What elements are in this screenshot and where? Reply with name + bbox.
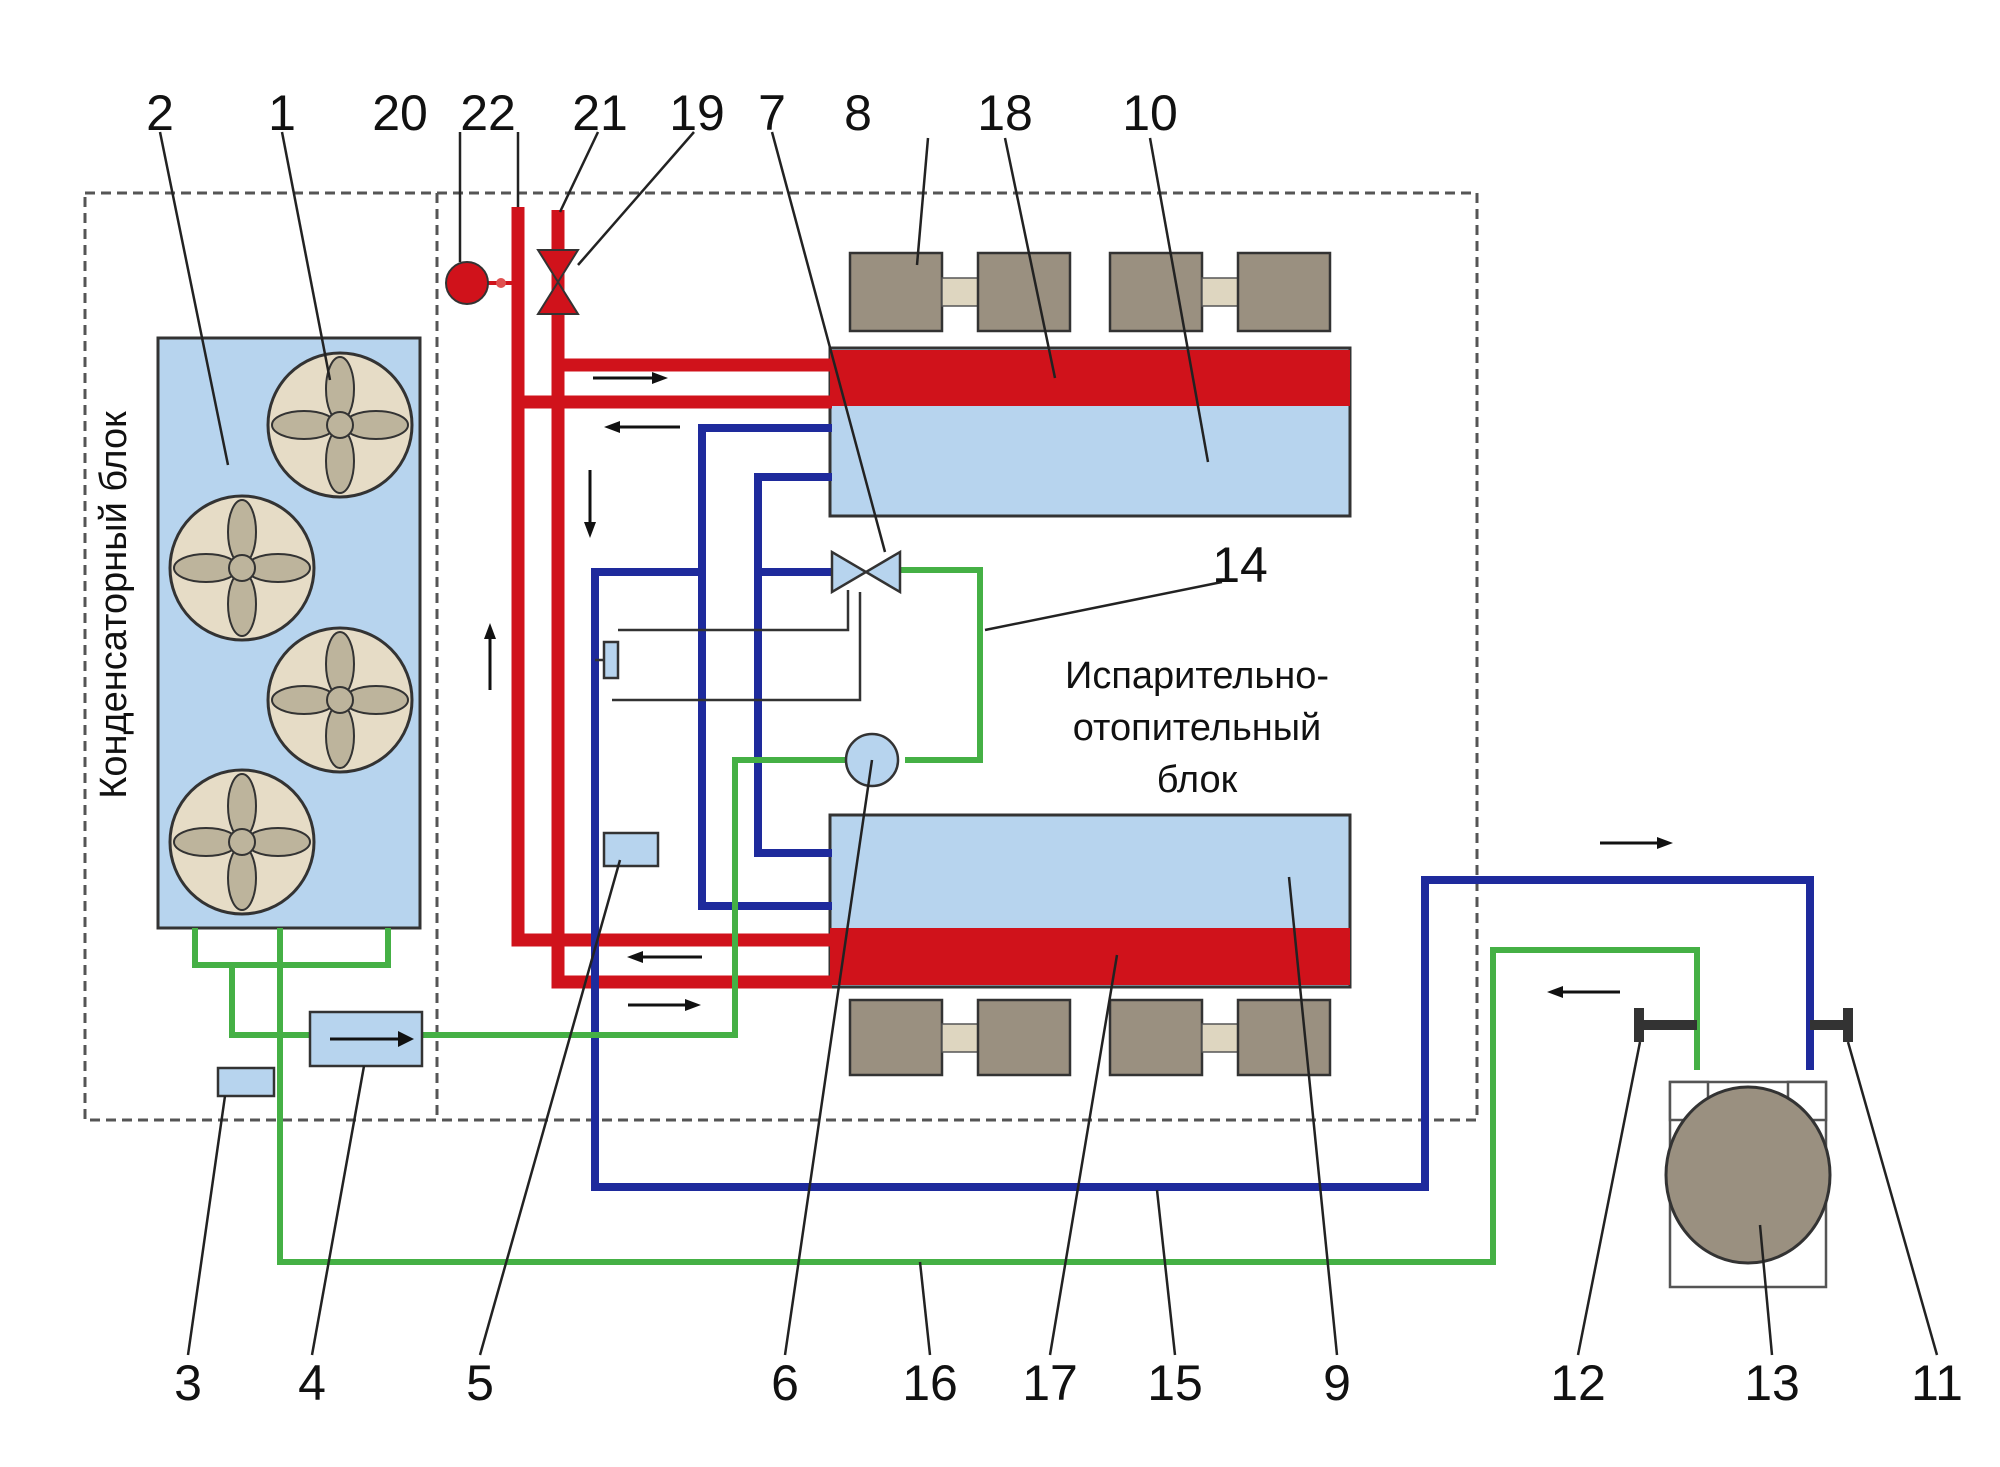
callout-4: 4	[298, 1355, 326, 1411]
callout-6: 6	[771, 1355, 799, 1411]
callout-19: 19	[669, 85, 725, 141]
callout-21: 21	[572, 85, 628, 141]
condenser-unit-frame	[83, 191, 439, 1122]
callout-22: 22	[460, 85, 516, 141]
compressor-13	[1664, 1080, 1832, 1289]
evaporator-unit-label-line-3: блок	[1157, 759, 1238, 801]
evaporator-unit-label-line-2: отопительный	[1073, 707, 1322, 749]
callout-5: 5	[466, 1355, 494, 1411]
sensing-lines	[595, 590, 862, 702]
upper-heater	[830, 350, 1350, 406]
sensing-bulb	[602, 640, 620, 680]
service-valve-12-icon	[1634, 1008, 1697, 1042]
callout-10: 10	[1122, 85, 1178, 141]
pressure-gauge-20-icon	[445, 261, 518, 305]
component-5	[602, 831, 660, 868]
flow-arrows	[484, 372, 1673, 1011]
motor-fan-pair-bottom-right	[1108, 998, 1332, 1077]
fan-icon	[168, 494, 316, 642]
callout-20: 20	[372, 85, 428, 141]
condenser-unit-label: Конденсаторный блок	[93, 411, 135, 799]
lower-heater	[830, 928, 1350, 985]
liquid-lines	[192, 567, 1700, 1265]
fan-icon	[266, 351, 414, 499]
leader-lines	[158, 131, 1939, 1356]
motor-fan-pair-top-right	[1108, 251, 1332, 333]
callout-13: 13	[1744, 1355, 1800, 1411]
evaporator-unit-label-line-1: Испарительно-	[1065, 655, 1329, 697]
callout-8: 8	[844, 85, 872, 141]
callout-12: 12	[1550, 1355, 1606, 1411]
fan-icon	[266, 626, 414, 774]
hot-gas-lines	[511, 207, 832, 989]
callout-7: 7	[758, 85, 786, 141]
component-3	[216, 1066, 276, 1098]
valve-19-icon	[536, 249, 580, 315]
evaporator-unit-frame	[437, 191, 1479, 1122]
callout-3: 3	[174, 1355, 202, 1411]
service-valve-11-icon	[1810, 1008, 1853, 1042]
callout-17: 17	[1022, 1355, 1078, 1411]
suction-lines	[591, 424, 1814, 1191]
callout-18: 18	[977, 85, 1033, 141]
callout-15: 15	[1147, 1355, 1203, 1411]
callout-14: 14	[1212, 537, 1268, 593]
callout-11: 11	[1911, 1355, 1963, 1411]
callout-9: 9	[1323, 1355, 1351, 1411]
motor-fan-pair-bottom-left	[848, 998, 1072, 1077]
motor-fan-pair-top-left	[848, 251, 1072, 333]
condenser	[156, 336, 422, 930]
filter-drier-4	[308, 1010, 424, 1068]
callout-2: 2	[146, 85, 174, 141]
expansion-valve-7-icon	[830, 549, 902, 595]
callout-16: 16	[902, 1355, 958, 1411]
callout-1: 1	[268, 85, 296, 141]
callout-numbers: 2 1 20 22 21 19 7 8 18 10 14 3 4 5 6 16 …	[146, 85, 1963, 1411]
fan-icon	[168, 768, 316, 916]
